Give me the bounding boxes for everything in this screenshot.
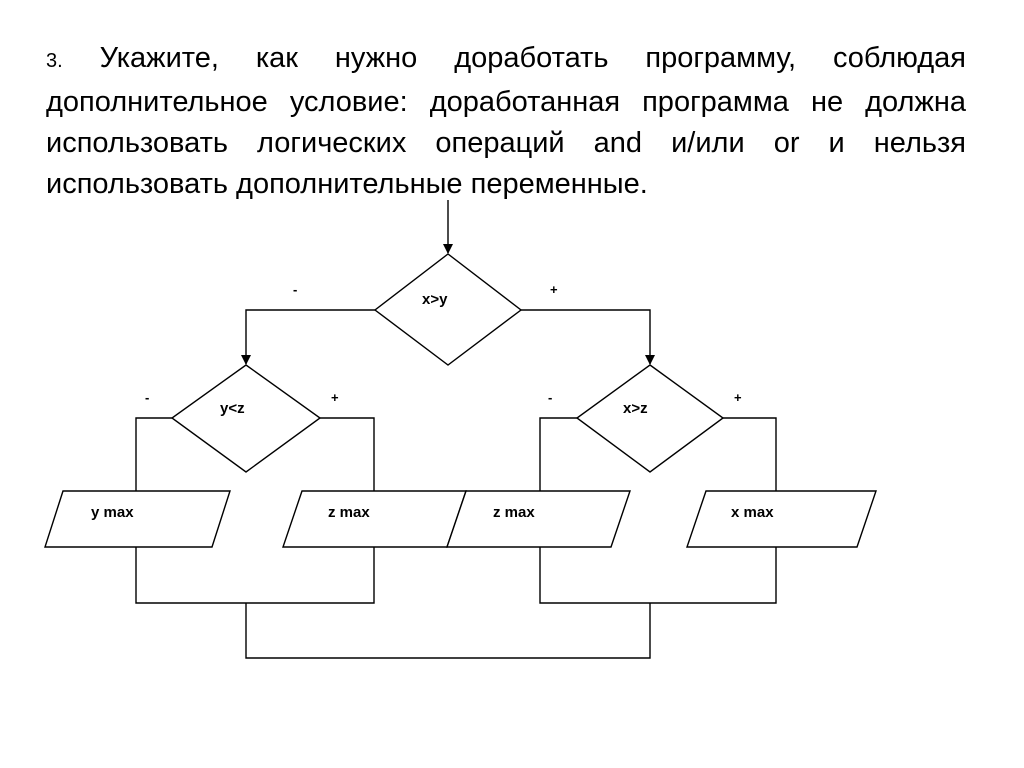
task-statement: 3. Укажите, как нужно доработать програм… xyxy=(46,38,966,205)
connector-left-no xyxy=(135,417,172,491)
decision-diamond-top xyxy=(373,253,523,366)
branch-sign-left-no: - xyxy=(145,390,149,405)
output-label-z-max-left: z max xyxy=(328,504,370,521)
connector-top-left xyxy=(241,309,375,365)
output-label-z-max-right: z max xyxy=(493,504,535,521)
output-box-y-max xyxy=(44,490,231,548)
branch-sign-top-yes: + xyxy=(550,282,558,297)
decision-diamond-right xyxy=(575,364,725,473)
output-label-x-max: x max xyxy=(731,504,774,521)
merge-left xyxy=(135,547,375,604)
output-box-z-max-left xyxy=(282,490,467,548)
branch-sign-right-no: - xyxy=(548,390,552,405)
output-box-z-max-right xyxy=(446,490,631,548)
decision-diamond-left xyxy=(170,364,322,473)
merge-right xyxy=(539,547,777,604)
task-text: Укажите, как нужно доработать программу,… xyxy=(46,42,966,200)
connector-top-right xyxy=(521,309,655,365)
output-label-y-max: y max xyxy=(91,504,134,521)
branch-sign-left-yes: + xyxy=(331,390,339,405)
merge-bottom xyxy=(245,603,651,659)
output-box-x-max xyxy=(686,490,877,548)
branch-sign-top-no: - xyxy=(293,282,297,297)
decision-label-left: y<z xyxy=(220,400,245,417)
connector-left-yes xyxy=(320,417,375,491)
branch-sign-right-yes: + xyxy=(734,390,742,405)
task-number: 3. xyxy=(46,50,63,72)
connector-right-yes xyxy=(723,417,777,491)
connector-right-no xyxy=(539,417,577,491)
decision-label-top: x>y xyxy=(422,291,448,308)
decision-label-right: x>z xyxy=(623,400,648,417)
